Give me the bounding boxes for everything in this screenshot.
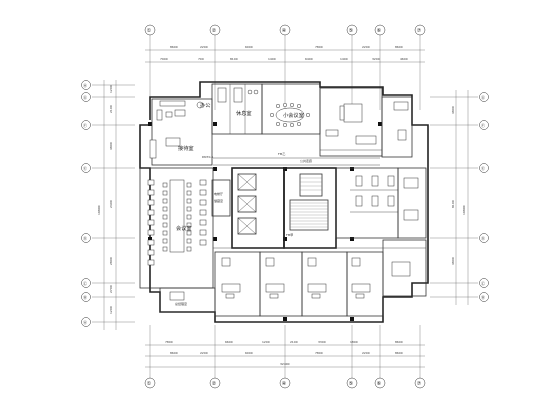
axis-top-4: ④ — [282, 28, 287, 34]
building-outline — [139, 81, 429, 323]
bottom-dimension-chain: 7800 6600 1200 2100 3300 1800 8600 8600 … — [145, 340, 425, 368]
svg-text:2800: 2800 — [109, 257, 113, 265]
stairwell: FM甲 FM乙 DN70-1 — [202, 151, 337, 249]
svg-text:Ⓖ: Ⓖ — [83, 94, 87, 100]
top-dimension-chain: 8600 2200 6000 7800 2200 8600 7900 700 8… — [145, 45, 425, 63]
svg-text:1400: 1400 — [340, 57, 348, 61]
svg-text:8600: 8600 — [395, 45, 403, 49]
axis-bottom-4: ④ — [282, 381, 287, 387]
svg-text:Ⓓ: Ⓓ — [83, 235, 87, 241]
svg-text:8600: 8600 — [170, 351, 178, 355]
svg-text:1400: 1400 — [268, 57, 276, 61]
room-elevator-lobby: 电梯厅 — [214, 191, 223, 196]
elevator-core: 电梯厅 储藏室 — [211, 167, 285, 249]
svg-text:7800: 7800 — [165, 340, 173, 344]
svg-text:6400: 6400 — [305, 57, 313, 61]
tag-section: DN70-1 — [202, 155, 213, 159]
svg-text:3300: 3300 — [318, 340, 326, 344]
svg-text:7800: 7800 — [315, 351, 323, 355]
svg-text:2400: 2400 — [109, 200, 113, 208]
corridors: 公共走廊 — [213, 157, 426, 249]
svg-text:6000: 6000 — [245, 45, 253, 49]
room-meeting-small: 小会议室 — [283, 111, 304, 119]
svg-text:Ⓓ: Ⓓ — [481, 235, 485, 241]
large-meeting-room: 会议室 — [139, 167, 214, 289]
svg-text:1200: 1200 — [262, 340, 270, 344]
axis-bottom-1: ① — [147, 381, 152, 387]
room-reception: 接待室 — [178, 144, 194, 152]
room-storage: 储藏室 — [214, 198, 223, 203]
svg-text:8100: 8100 — [451, 200, 455, 208]
office-top: 办公 休息室 — [200, 83, 263, 135]
svg-text:1200: 1200 — [109, 306, 113, 314]
left-axis-markers: Ⓗ Ⓖ Ⓕ Ⓔ Ⓓ Ⓒ Ⓑ Ⓐ 19800 1200 2100 4800 240… — [81, 80, 135, 330]
svg-text:4600: 4600 — [400, 57, 408, 61]
svg-text:Ⓗ: Ⓗ — [83, 82, 87, 88]
svg-text:2200: 2200 — [362, 45, 370, 49]
axis-top-7: ⑦ — [417, 28, 422, 34]
top-right-suite — [319, 87, 413, 158]
right-restrooms — [335, 167, 427, 239]
svg-text:700: 700 — [198, 57, 204, 61]
structural-columns — [148, 122, 382, 321]
axis-bottom-5: ⑤ — [349, 381, 353, 387]
svg-text:Ⓒ: Ⓒ — [83, 280, 87, 286]
svg-text:7900: 7900 — [160, 57, 168, 61]
tag-door-a: FM乙 — [278, 151, 285, 156]
svg-text:Ⓔ: Ⓔ — [481, 165, 485, 171]
bottom-axis-markers: ① ② ④ ⑤ ⑥ ⑦ — [144, 325, 426, 389]
svg-text:8100: 8100 — [230, 57, 238, 61]
svg-text:Ⓖ: Ⓖ — [481, 94, 485, 100]
svg-text:3200: 3200 — [372, 57, 380, 61]
axis-bottom-7: ⑦ — [417, 381, 422, 387]
svg-text:2100: 2100 — [109, 105, 113, 113]
svg-text:2200: 2200 — [200, 351, 208, 355]
svg-text:8600: 8600 — [395, 340, 403, 344]
bottom-offices: 总经理室 — [159, 239, 427, 317]
axis-bottom-6: ⑥ — [377, 381, 382, 387]
svg-text:6600: 6600 — [225, 340, 233, 344]
top-axis-markers: ① ② ④ ⑤ ⑥ ⑦ — [144, 24, 426, 110]
svg-text:Ⓐ: Ⓐ — [83, 319, 87, 325]
svg-text:6000: 6000 — [245, 351, 253, 355]
room-meeting-large: 会议室 — [176, 224, 192, 232]
svg-text:Ⓔ: Ⓔ — [83, 165, 87, 171]
svg-text:Ⓒ: Ⓒ — [481, 280, 485, 286]
svg-text:8600: 8600 — [395, 351, 403, 355]
svg-text:7800: 7800 — [315, 45, 323, 49]
axis-top-6: ⑥ — [377, 28, 382, 34]
room-office-top: 办公 — [200, 101, 210, 109]
svg-text:2700: 2700 — [109, 285, 113, 293]
room-office-lower: 总经理室 — [175, 301, 187, 306]
svg-text:4800: 4800 — [451, 106, 455, 114]
svg-text:2200: 2200 — [200, 45, 208, 49]
svg-text:4800: 4800 — [451, 257, 455, 265]
axis-bottom-2: ② — [212, 381, 217, 387]
room-lounge: 休息室 — [236, 109, 252, 117]
svg-text:2100: 2100 — [290, 340, 298, 344]
small-meeting-room: 小会议室 — [261, 83, 321, 135]
svg-text:19800: 19800 — [462, 205, 466, 215]
svg-text:Ⓑ: Ⓑ — [83, 294, 87, 300]
axis-top-1: ① — [147, 28, 152, 34]
svg-text:1800: 1800 — [350, 340, 358, 344]
room-public-corridor: 公共走廊 — [300, 158, 312, 163]
tag-door-b: FM甲 — [286, 233, 293, 237]
axis-top-2: ② — [212, 28, 217, 34]
right-axis-markers: Ⓖ Ⓕ Ⓔ Ⓓ Ⓒ Ⓑ 19800 4800 8100 4800 — [430, 90, 489, 305]
svg-text:2200: 2200 — [362, 351, 370, 355]
svg-text:19800: 19800 — [97, 205, 101, 215]
svg-text:32400: 32400 — [280, 362, 290, 366]
axis-top-5: ⑤ — [349, 28, 353, 34]
svg-text:1200: 1200 — [109, 85, 113, 93]
svg-text:4800: 4800 — [109, 142, 113, 150]
svg-text:8600: 8600 — [170, 45, 178, 49]
svg-text:Ⓕ: Ⓕ — [83, 122, 87, 128]
svg-text:Ⓑ: Ⓑ — [481, 294, 485, 300]
svg-text:Ⓕ: Ⓕ — [481, 122, 485, 128]
